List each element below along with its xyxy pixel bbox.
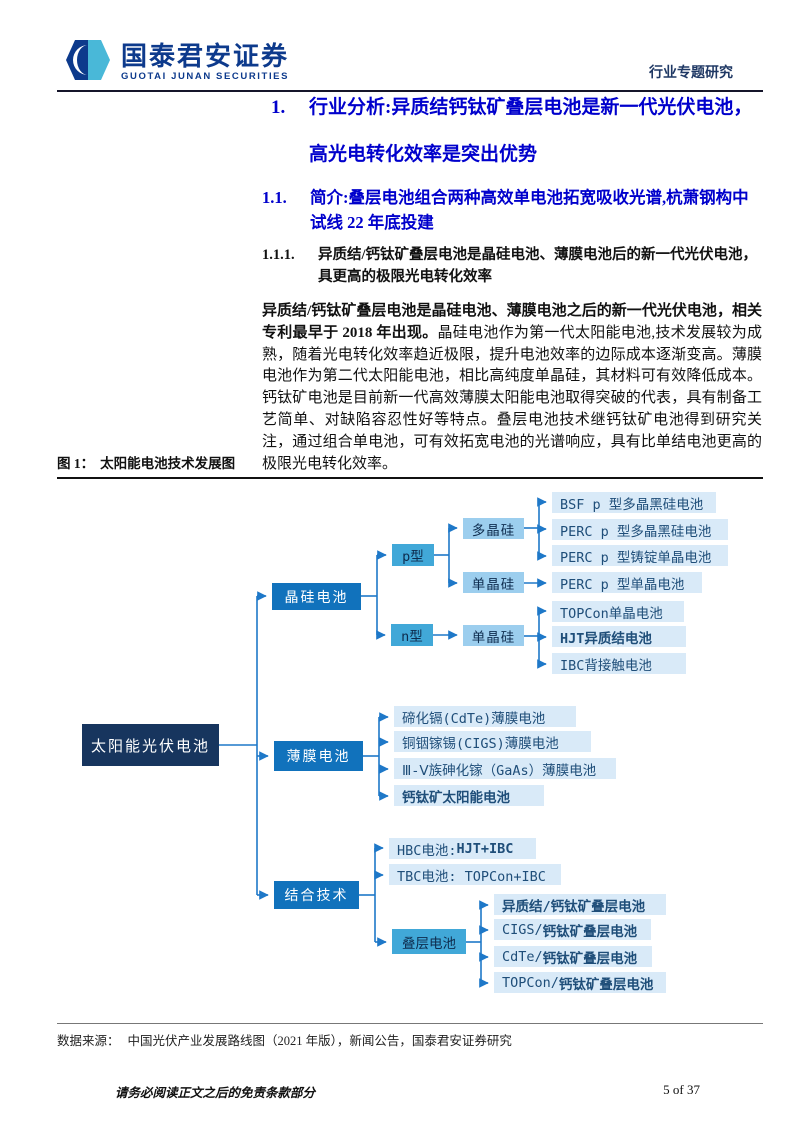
- leaf-tbc-cell: TBC电池: TOPCon+IBC: [389, 864, 561, 885]
- node-crystal-silicon-cell: 晶硅电池: [272, 583, 361, 610]
- source-label: 数据来源：: [57, 1034, 120, 1048]
- leaf-hjt-heterojunction: HJT异质结电池: [552, 626, 686, 647]
- brand-name-en: GUOTAI JUNAN SECURITIES: [121, 71, 290, 82]
- leaf-perc-p-cast-mono: PERC p 型铸锭单晶电池: [552, 545, 728, 566]
- leaf-text: TOPCon/: [502, 974, 559, 991]
- leaf-cdte-perovskite-tandem: CdTe/钙钛矿叠层电池: [494, 946, 652, 967]
- node-n-type: n型: [391, 624, 433, 646]
- leaf-text-bold: 钙钛矿叠层电池: [558, 976, 654, 993]
- solar-cell-technology-tree: 太阳能光伏电池 晶硅电池 薄膜电池 结合技术 p型 n型 多晶硅 单晶硅 单晶硅…: [57, 481, 763, 1017]
- leaf-topcon-perovskite-tandem: TOPCon/钙钛矿叠层电池: [494, 972, 666, 993]
- leaf-bsf-p-poly-black-silicon: BSF p 型多晶黑硅电池: [552, 492, 716, 513]
- leaf-ibc-back-contact: IBC背接触电池: [552, 653, 686, 674]
- leaf-cigs-perovskite-tandem: CIGS/钙钛矿叠层电池: [494, 919, 651, 940]
- figure-title: 太阳能电池技术发展图: [100, 456, 236, 471]
- leaf-text: CdTe/: [502, 948, 543, 965]
- leaf-perc-p-mono: PERC p 型单晶电池: [552, 572, 702, 593]
- leaf-perc-p-poly-black-silicon: PERC p 型多晶黑硅电池: [552, 519, 728, 540]
- logo-icon: [65, 38, 111, 87]
- source-text: 中国光伏产业发展路线图（2021 年版），新闻公告，国泰君安证券研究: [127, 1034, 512, 1048]
- leaf-perovskite-solar-cell: 钙钛矿太阳能电池: [394, 785, 544, 806]
- section-heading-1-1-1: 1.1.1. 异质结/钙钛矿叠层电池是晶硅电池、薄膜电池后的新一代光伏电池，具更…: [262, 244, 762, 288]
- section-number: 1.1.1.: [262, 247, 295, 263]
- node-p-type: p型: [392, 544, 434, 566]
- main-text-column: 1. 行业分析:异质结钙钛矿叠层电池是新一代光伏电池， 高光电转化效率是突出优势…: [262, 84, 762, 475]
- section-heading-1-1: 1.1. 简介:叠层电池组合两种高效单电池拓宽吸收光谱,杭萧钢构中试线 22 年…: [262, 185, 762, 235]
- section-number: 1.1.: [262, 188, 287, 207]
- node-polycrystalline: 多晶硅: [463, 518, 524, 539]
- leaf-text-bold: 钙钛矿叠层电池: [542, 923, 638, 940]
- disclaimer-text: 请务必阅读正文之后的免责条款部分: [115, 1086, 316, 1100]
- leaf-text: HBC电池:: [397, 842, 457, 859]
- leaf-text-bold: 钙钛矿叠层电池: [542, 950, 638, 967]
- doc-type-label: 行业专题研究: [649, 66, 733, 81]
- section-heading-1: 1. 行业分析:异质结钙钛矿叠层电池是新一代光伏电池， 高光电转化效率是突出优势: [262, 84, 762, 178]
- tree-connectors: [219, 497, 547, 988]
- section-title: 异质结/钙钛矿叠层电池是晶硅电池、薄膜电池后的新一代光伏电池，具更高的极限光电转…: [318, 247, 758, 285]
- paragraph-body: 晶硅电池作为第一代太阳能电池,技术发展较为成熟，随着光电转化效率趋近极限，提升电…: [262, 324, 762, 472]
- paragraph-bold-lead: 异质结/钙钛矿叠层电池是晶硅电池、薄膜电池之后的新一代光伏电池，相关专利最早于 …: [262, 303, 762, 341]
- node-monocrystalline-p: 单晶硅: [463, 572, 524, 593]
- node-thin-film-cell: 薄膜电池: [274, 741, 363, 771]
- brand-logo: 国泰君安证券 GUOTAI JUNAN SECURITIES: [65, 38, 289, 87]
- figure-source: 数据来源： 中国光伏产业发展路线图（2021 年版），新闻公告，国泰君安证券研究: [57, 1023, 763, 1049]
- leaf-hbc-cell: HBC电池: HJT+IBC: [389, 838, 536, 859]
- node-monocrystalline-n: 单晶硅: [463, 625, 524, 646]
- leaf-cigs-thin-film: 铜铟镓锡(CIGS)薄膜电池: [394, 731, 591, 752]
- page-footer: 请务必阅读正文之后的免责条款部分 5 of 37: [57, 1082, 736, 1106]
- section-title: 行业分析:异质结钙钛矿叠层电池是新一代光伏电池， 高光电转化效率是突出优势: [309, 97, 753, 165]
- node-solar-pv-cell: 太阳能光伏电池: [82, 724, 219, 766]
- section-number: 1.: [271, 97, 286, 118]
- figure-1: 图 1： 太阳能电池技术发展图: [57, 452, 763, 1049]
- page-header: 国泰君安证券 GUOTAI JUNAN SECURITIES 行业专题研究: [57, 34, 763, 92]
- leaf-text-bold: HJT+IBC: [456, 840, 514, 857]
- node-combined-technology: 结合技术: [274, 881, 359, 909]
- figure-label: 图 1：: [57, 456, 95, 471]
- body-paragraph: 异质结/钙钛矿叠层电池是晶硅电池、薄膜电池之后的新一代光伏电池，相关专利最早于 …: [262, 301, 762, 475]
- leaf-topcon-mono: TOPCon单晶电池: [552, 601, 684, 622]
- leaf-hjt-perovskite-tandem: 异质结/钙钛矿叠层电池: [494, 894, 666, 915]
- page-number: 5 of 37: [663, 1082, 700, 1097]
- leaf-cdte-thin-film: 碲化镉(CdTe)薄膜电池: [394, 706, 576, 727]
- leaf-gaas-thin-film: Ⅲ-Ⅴ族砷化镓（GaAs）薄膜电池: [394, 758, 616, 779]
- section-title: 简介:叠层电池组合两种高效单电池拓宽吸收光谱,杭萧钢构中试线 22 年底投建: [310, 188, 749, 232]
- figure-caption: 图 1： 太阳能电池技术发展图: [57, 452, 763, 479]
- leaf-text: CIGS/: [502, 921, 543, 938]
- brand-name-cn: 国泰君安证券: [121, 41, 290, 71]
- node-tandem-cell: 叠层电池: [392, 929, 466, 954]
